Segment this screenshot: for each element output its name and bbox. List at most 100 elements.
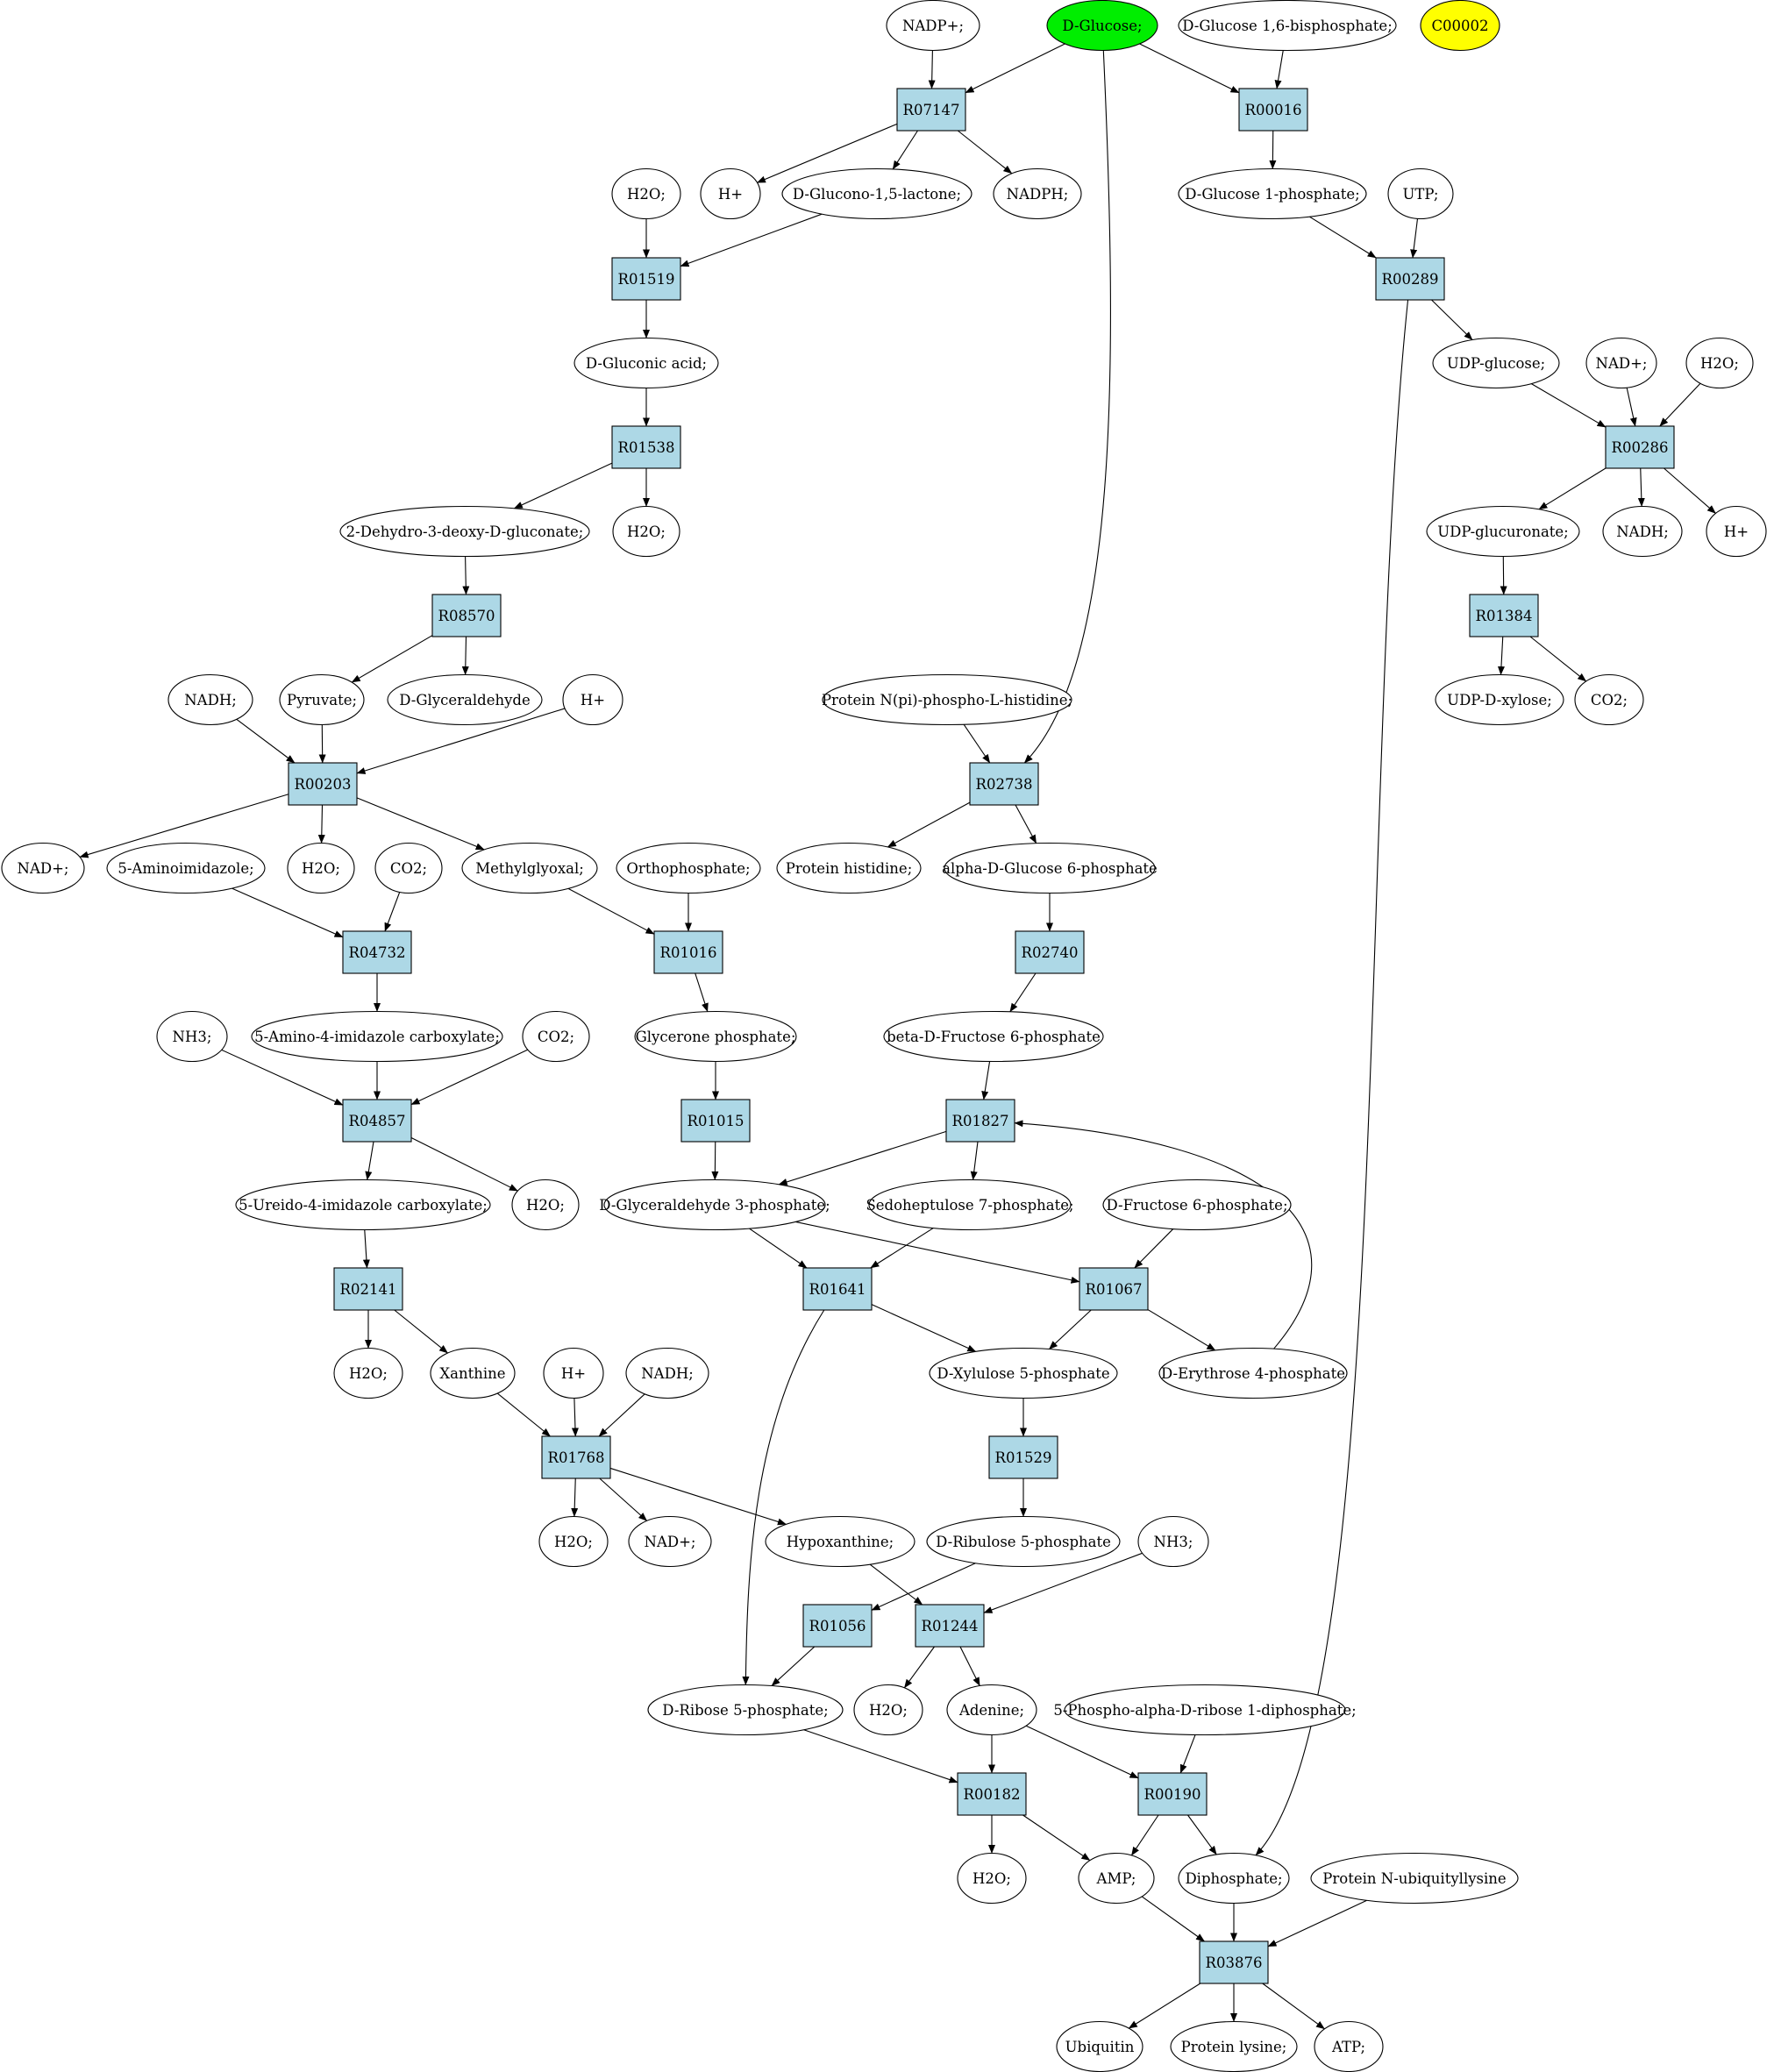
compound-h-plus-d[interactable]: H+ [543,1347,604,1399]
compound-s7p[interactable]: Sedoheptulose 7-phosphate; [866,1178,1074,1231]
compound-utp[interactable]: UTP; [1387,167,1454,220]
compound-ubiquitin[interactable]: Ubiquitin [1056,2020,1143,2072]
compound-h-plus-b[interactable]: H+ [1706,505,1767,558]
compound-nadp-plus[interactable]: NADP+; [886,0,980,52]
compound-co2-c[interactable]: CO2; [522,1010,590,1063]
compound-udp-glucose[interactable]: UDP-glucose; [1432,337,1560,389]
compound-label: D-Glucose; [1062,18,1142,34]
compound-h2o-g[interactable]: H2O; [538,1515,609,1568]
compound-protein-lysine[interactable]: Protein lysine; [1170,2020,1298,2072]
compound-ru5p[interactable]: D-Ribulose 5-phosphate [926,1515,1121,1568]
compound-aic[interactable]: 5-Amino-4-imidazole carboxylate; [251,1010,503,1063]
reaction-r03876[interactable]: R03876 [1199,1940,1269,1984]
compound-protein-nphospho[interactable]: Protein N(pi)-phospho-L-histidine; [822,673,1072,726]
edge [394,1309,448,1354]
compound-label: C00002 [1431,18,1488,34]
reaction-label: R01538 [618,439,675,456]
reaction-r01529[interactable]: R01529 [988,1435,1058,1479]
reaction-r02141[interactable]: R02141 [333,1267,403,1311]
reaction-r00182[interactable]: R00182 [957,1772,1027,1816]
reaction-r01244[interactable]: R01244 [915,1604,985,1648]
reaction-r01067[interactable]: R01067 [1079,1267,1149,1311]
compound-h2o-e[interactable]: H2O; [511,1178,580,1231]
compound-g3p[interactable]: D-Glyceraldehyde 3-phosphate; [599,1178,830,1231]
compound-ureido[interactable]: 5-Ureido-4-imidazole carboxylate; [235,1178,491,1231]
compound-h2o-i[interactable]: H2O; [957,1852,1027,1905]
compound-ubiq-lys[interactable]: Protein N-ubiquityllysine [1310,1852,1519,1905]
compound-atp[interactable]: ATP; [1314,2020,1384,2072]
compound-glyceraldehyde[interactable]: D-Glyceraldehyde [387,673,543,726]
compound-h2o-f[interactable]: H2O; [333,1347,403,1399]
reaction-r00203[interactable]: R00203 [288,762,358,806]
compound-adenine[interactable]: Adenine; [946,1684,1037,1736]
compound-nh3-a[interactable]: NH3; [156,1010,228,1063]
compound-fru6p[interactable]: D-Fructose 6-phosphate; [1102,1178,1292,1231]
compound-gluconic-acid[interactable]: D-Gluconic acid; [574,337,719,389]
reaction-r04857[interactable]: R04857 [342,1099,412,1143]
reaction-r07147[interactable]: R07147 [896,88,966,132]
reaction-r00190[interactable]: R00190 [1137,1772,1208,1816]
reaction-r04732[interactable]: R04732 [342,930,412,974]
reaction-r01016[interactable]: R01016 [653,930,723,974]
reaction-r01015[interactable]: R01015 [680,1099,751,1143]
reaction-r02740[interactable]: R02740 [1015,930,1085,974]
compound-glycerone-p[interactable]: Glycerone phosphate; [634,1010,797,1063]
compound-methylglyoxal[interactable]: Methylglyoxal; [461,842,598,894]
compound-orthophosphate[interactable]: Orthophosphate; [616,842,761,894]
edge [803,1729,958,1784]
compound-h-plus-c[interactable]: H+ [562,673,623,726]
compound-h-plus-a[interactable]: H+ [700,167,761,220]
compound-nadh-b[interactable]: NADH; [167,673,253,726]
compound-kdg[interactable]: 2-Dehydro-3-deoxy-D-gluconate; [339,505,590,558]
reaction-r00016[interactable]: R00016 [1238,88,1308,132]
compound-xanthine[interactable]: Xanthine [430,1347,516,1399]
compound-h2o-b[interactable]: H2O; [1685,337,1754,389]
reaction-r01827[interactable]: R01827 [945,1099,1015,1143]
compound-co2-a[interactable]: CO2; [1574,673,1644,726]
reaction-r01641[interactable]: R01641 [802,1267,873,1311]
compound-aminoimidazole[interactable]: 5-Aminoimidazole; [106,842,266,894]
reaction-r02738[interactable]: R02738 [969,762,1039,806]
compound-glc-16bp[interactable]: D-Glucose 1,6-bisphosphate; [1178,0,1397,52]
compound-amp[interactable]: AMP; [1078,1852,1155,1905]
compound-r5p[interactable]: D-Ribose 5-phosphate; [647,1684,844,1736]
compound-nadph[interactable]: NADPH; [993,167,1082,220]
compound-diphosphate[interactable]: Diphosphate; [1178,1852,1290,1905]
reaction-r01768[interactable]: R01768 [541,1435,611,1479]
compound-h2o-h[interactable]: H2O; [853,1684,923,1736]
reaction-r00289[interactable]: R00289 [1375,257,1445,301]
reaction-r01538[interactable]: R01538 [611,425,681,469]
compound-glucono-lactone[interactable]: D-Glucono-1,5-lactone; [781,167,972,220]
edge [1529,636,1587,682]
compound-d-glucose[interactable]: D-Glucose; [1046,0,1158,52]
reaction-r01384[interactable]: R01384 [1469,594,1539,637]
reaction-r01056[interactable]: R01056 [802,1604,873,1648]
compound-h2o-d[interactable]: H2O; [287,842,355,894]
compound-prpp[interactable]: 5-Phospho-alpha-D-ribose 1-diphosphate; [1053,1684,1357,1736]
compound-c00002[interactable]: C00002 [1420,0,1500,52]
compound-xu5p[interactable]: D-Xylulose 5-phosphate [929,1347,1118,1399]
compound-protein-histidine[interactable]: Protein histidine; [776,842,922,894]
reaction-r08570[interactable]: R08570 [431,594,502,637]
compound-hypoxanthine[interactable]: Hypoxanthine; [765,1515,915,1568]
compound-nadh-c[interactable]: NADH; [625,1347,709,1399]
compound-nad-plus-a[interactable]: NAD+; [1585,337,1657,389]
reaction-r00286[interactable]: R00286 [1605,425,1675,469]
reaction-r01519[interactable]: R01519 [611,257,681,301]
edge [317,804,325,844]
compound-udp-xylose[interactable]: UDP-D-xylose; [1435,673,1564,726]
compound-aglc6p[interactable]: alpha-D-Glucose 6-phosphate [942,842,1158,894]
compound-h2o-c[interactable]: H2O; [612,505,680,558]
compound-nadh-a[interactable]: NADH; [1602,505,1683,558]
compound-pyruvate[interactable]: Pyruvate; [279,673,365,726]
compound-nh3-b[interactable]: NH3; [1137,1515,1209,1568]
compound-nad-plus-b[interactable]: NAD+; [1,842,85,894]
edge [1009,972,1037,1013]
compound-bfru6p[interactable]: beta-D-Fructose 6-phosphate [883,1010,1104,1063]
compound-co2-b[interactable]: CO2; [374,842,443,894]
compound-udp-glucuronate[interactable]: UDP-glucuronate; [1426,505,1580,558]
compound-glc-1p[interactable]: D-Glucose 1-phosphate; [1178,167,1367,220]
compound-e4p[interactable]: D-Erythrose 4-phosphate [1158,1347,1348,1399]
compound-h2o-a[interactable]: H2O; [611,167,681,220]
compound-nad-plus-c[interactable]: NAD+; [628,1515,712,1568]
